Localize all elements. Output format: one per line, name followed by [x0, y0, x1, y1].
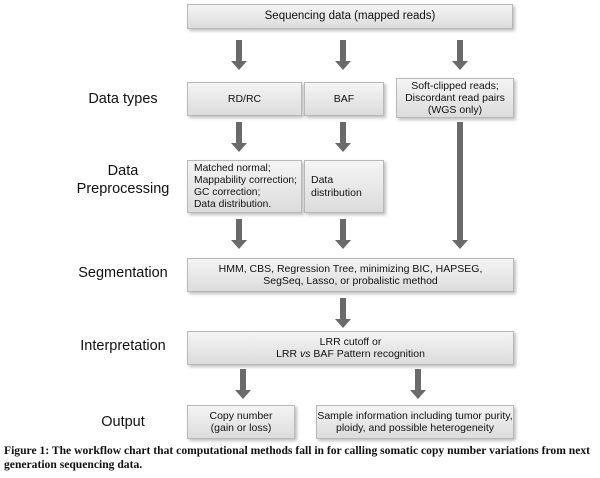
arrow-to-baf [335, 40, 351, 70]
sequencing-data-box: Sequencing data (mapped reads) [187, 4, 513, 29]
arrow-preprocessing-to-segmentation-middle [335, 219, 351, 249]
stage-label-segmentation: Segmentation [78, 265, 168, 281]
interpretation-line-2: LRR vs BAF Pattern recognition [276, 348, 425, 361]
soft-clipped-box: Soft-clipped reads; Discordant read pair… [396, 78, 514, 118]
stage-label-interpretation: Interpretation [80, 338, 166, 354]
sample-info-box: Sample information including tumor purit… [316, 405, 514, 439]
arrow-soft-clipped-to-segmentation [452, 122, 468, 249]
interpretation-box: LRR cutoff or LRR vs BAF Pattern recogni… [187, 331, 514, 365]
arrow-preprocessing-to-segmentation-left [231, 219, 247, 249]
figure-caption: Figure 1: The workflow chart that comput… [4, 444, 590, 471]
arrow-to-soft-clipped [452, 40, 468, 70]
stage-label-preprocessing: Data Preprocessing [76, 163, 170, 197]
arrow-to-interpretation [335, 298, 351, 328]
arrow-to-rd-rc [231, 40, 247, 70]
baf-box: BAF [304, 82, 384, 116]
arrow-to-sample-info [410, 369, 426, 399]
copy-number-box: Copy number (gain or loss) [187, 405, 295, 439]
segmentation-methods-box: HMM, CBS, Regression Tree, minimizing BI… [187, 258, 514, 292]
data-distribution-box: Data distribution [304, 160, 384, 213]
arrow-to-data-distribution [335, 122, 351, 152]
stage-label-output: Output [101, 414, 145, 430]
matched-normal-box: Matched normal; Mappability correction; … [187, 160, 302, 213]
rd-rc-box: RD/RC [187, 82, 302, 116]
arrow-to-copy-number [235, 369, 251, 399]
interpretation-rest: BAF Pattern recognition [310, 348, 425, 360]
interpretation-line-1: LRR cutoff or [319, 335, 382, 348]
stage-label-data-types: Data types [88, 91, 158, 107]
interpretation-vs: vs [300, 348, 311, 360]
interpretation-lrr: LRR [276, 348, 301, 360]
arrow-to-matched-normal [231, 122, 247, 152]
